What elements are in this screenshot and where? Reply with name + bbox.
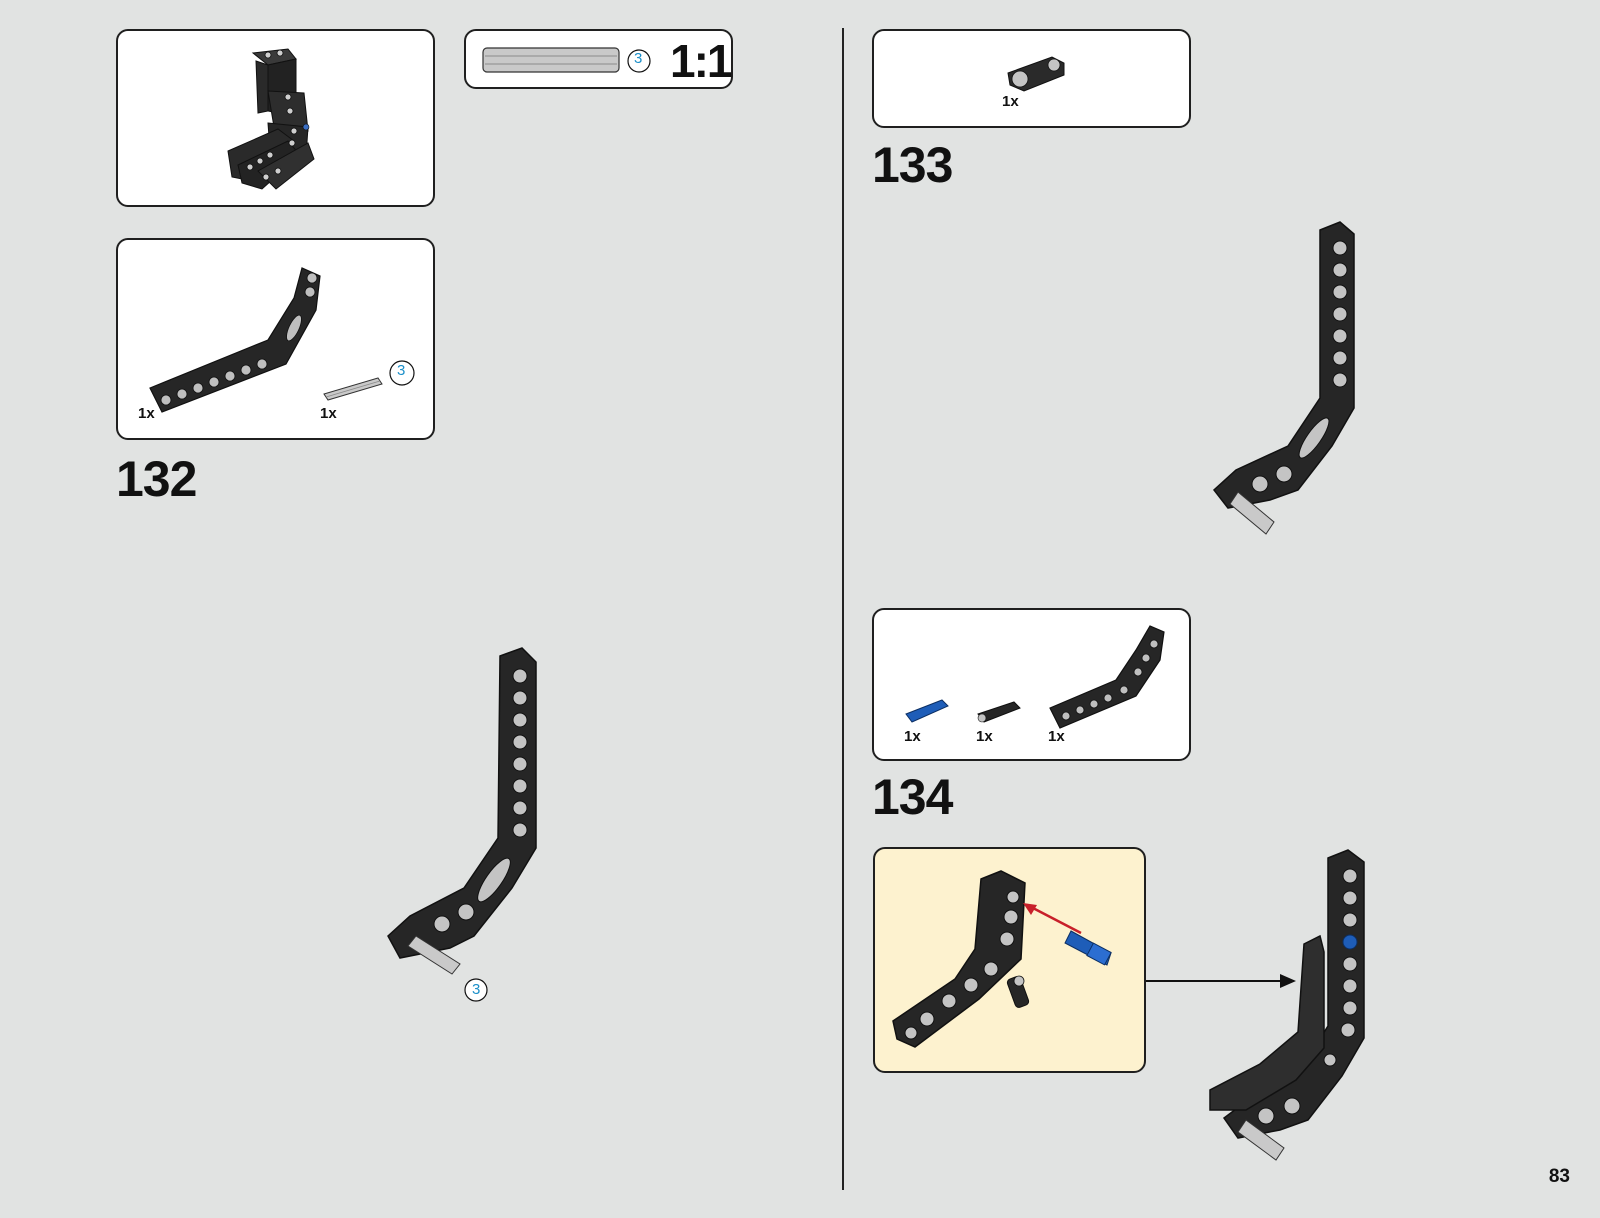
submodel-preview-box	[116, 29, 435, 207]
axle-length-label: 3	[397, 362, 405, 379]
part-qty-blue-pin: 1x	[904, 728, 921, 745]
part-qty-connector: 1x	[1002, 93, 1019, 110]
ruler-length-label: 3	[634, 50, 642, 67]
angled-beam-part-image	[1046, 620, 1176, 730]
page-divider	[842, 28, 844, 1190]
axle-part-image	[320, 368, 390, 408]
part-qty-axle: 1x	[320, 405, 337, 422]
angled-beam-part-image	[138, 254, 328, 414]
step-number-133: 133	[872, 136, 952, 194]
step-133-parts-box: 1x	[872, 29, 1191, 128]
step-134-callout-box	[873, 847, 1146, 1073]
axle-ruler-image	[481, 46, 631, 76]
step-number-134: 134	[872, 768, 952, 826]
blue-pin-part-image	[902, 696, 952, 726]
part-qty-beam: 1x	[1048, 728, 1065, 745]
black-pin-part-image	[974, 696, 1024, 726]
part-qty-black-pin: 1x	[976, 728, 993, 745]
step-132-assembly-image	[380, 648, 580, 1008]
scale-ruler-box: 3 1:1	[464, 29, 733, 89]
step-132-parts-box: 1x 3 1x	[116, 238, 435, 440]
assembly-axle-length-label: 3	[472, 981, 480, 998]
step-133-assembly-image	[1208, 222, 1388, 562]
step-number-132: 132	[116, 450, 196, 508]
part-qty-beam: 1x	[138, 405, 155, 422]
axle-connector-part-image	[1002, 53, 1072, 93]
page-number: 83	[1549, 1166, 1570, 1188]
callout-subassembly-image	[875, 849, 1148, 1075]
step-134-assembly-image	[1200, 848, 1400, 1188]
step-134-parts-box: 1x 1x 1x	[872, 608, 1191, 761]
scale-label: 1:1	[670, 34, 730, 88]
submodel-preview-image	[118, 31, 437, 209]
